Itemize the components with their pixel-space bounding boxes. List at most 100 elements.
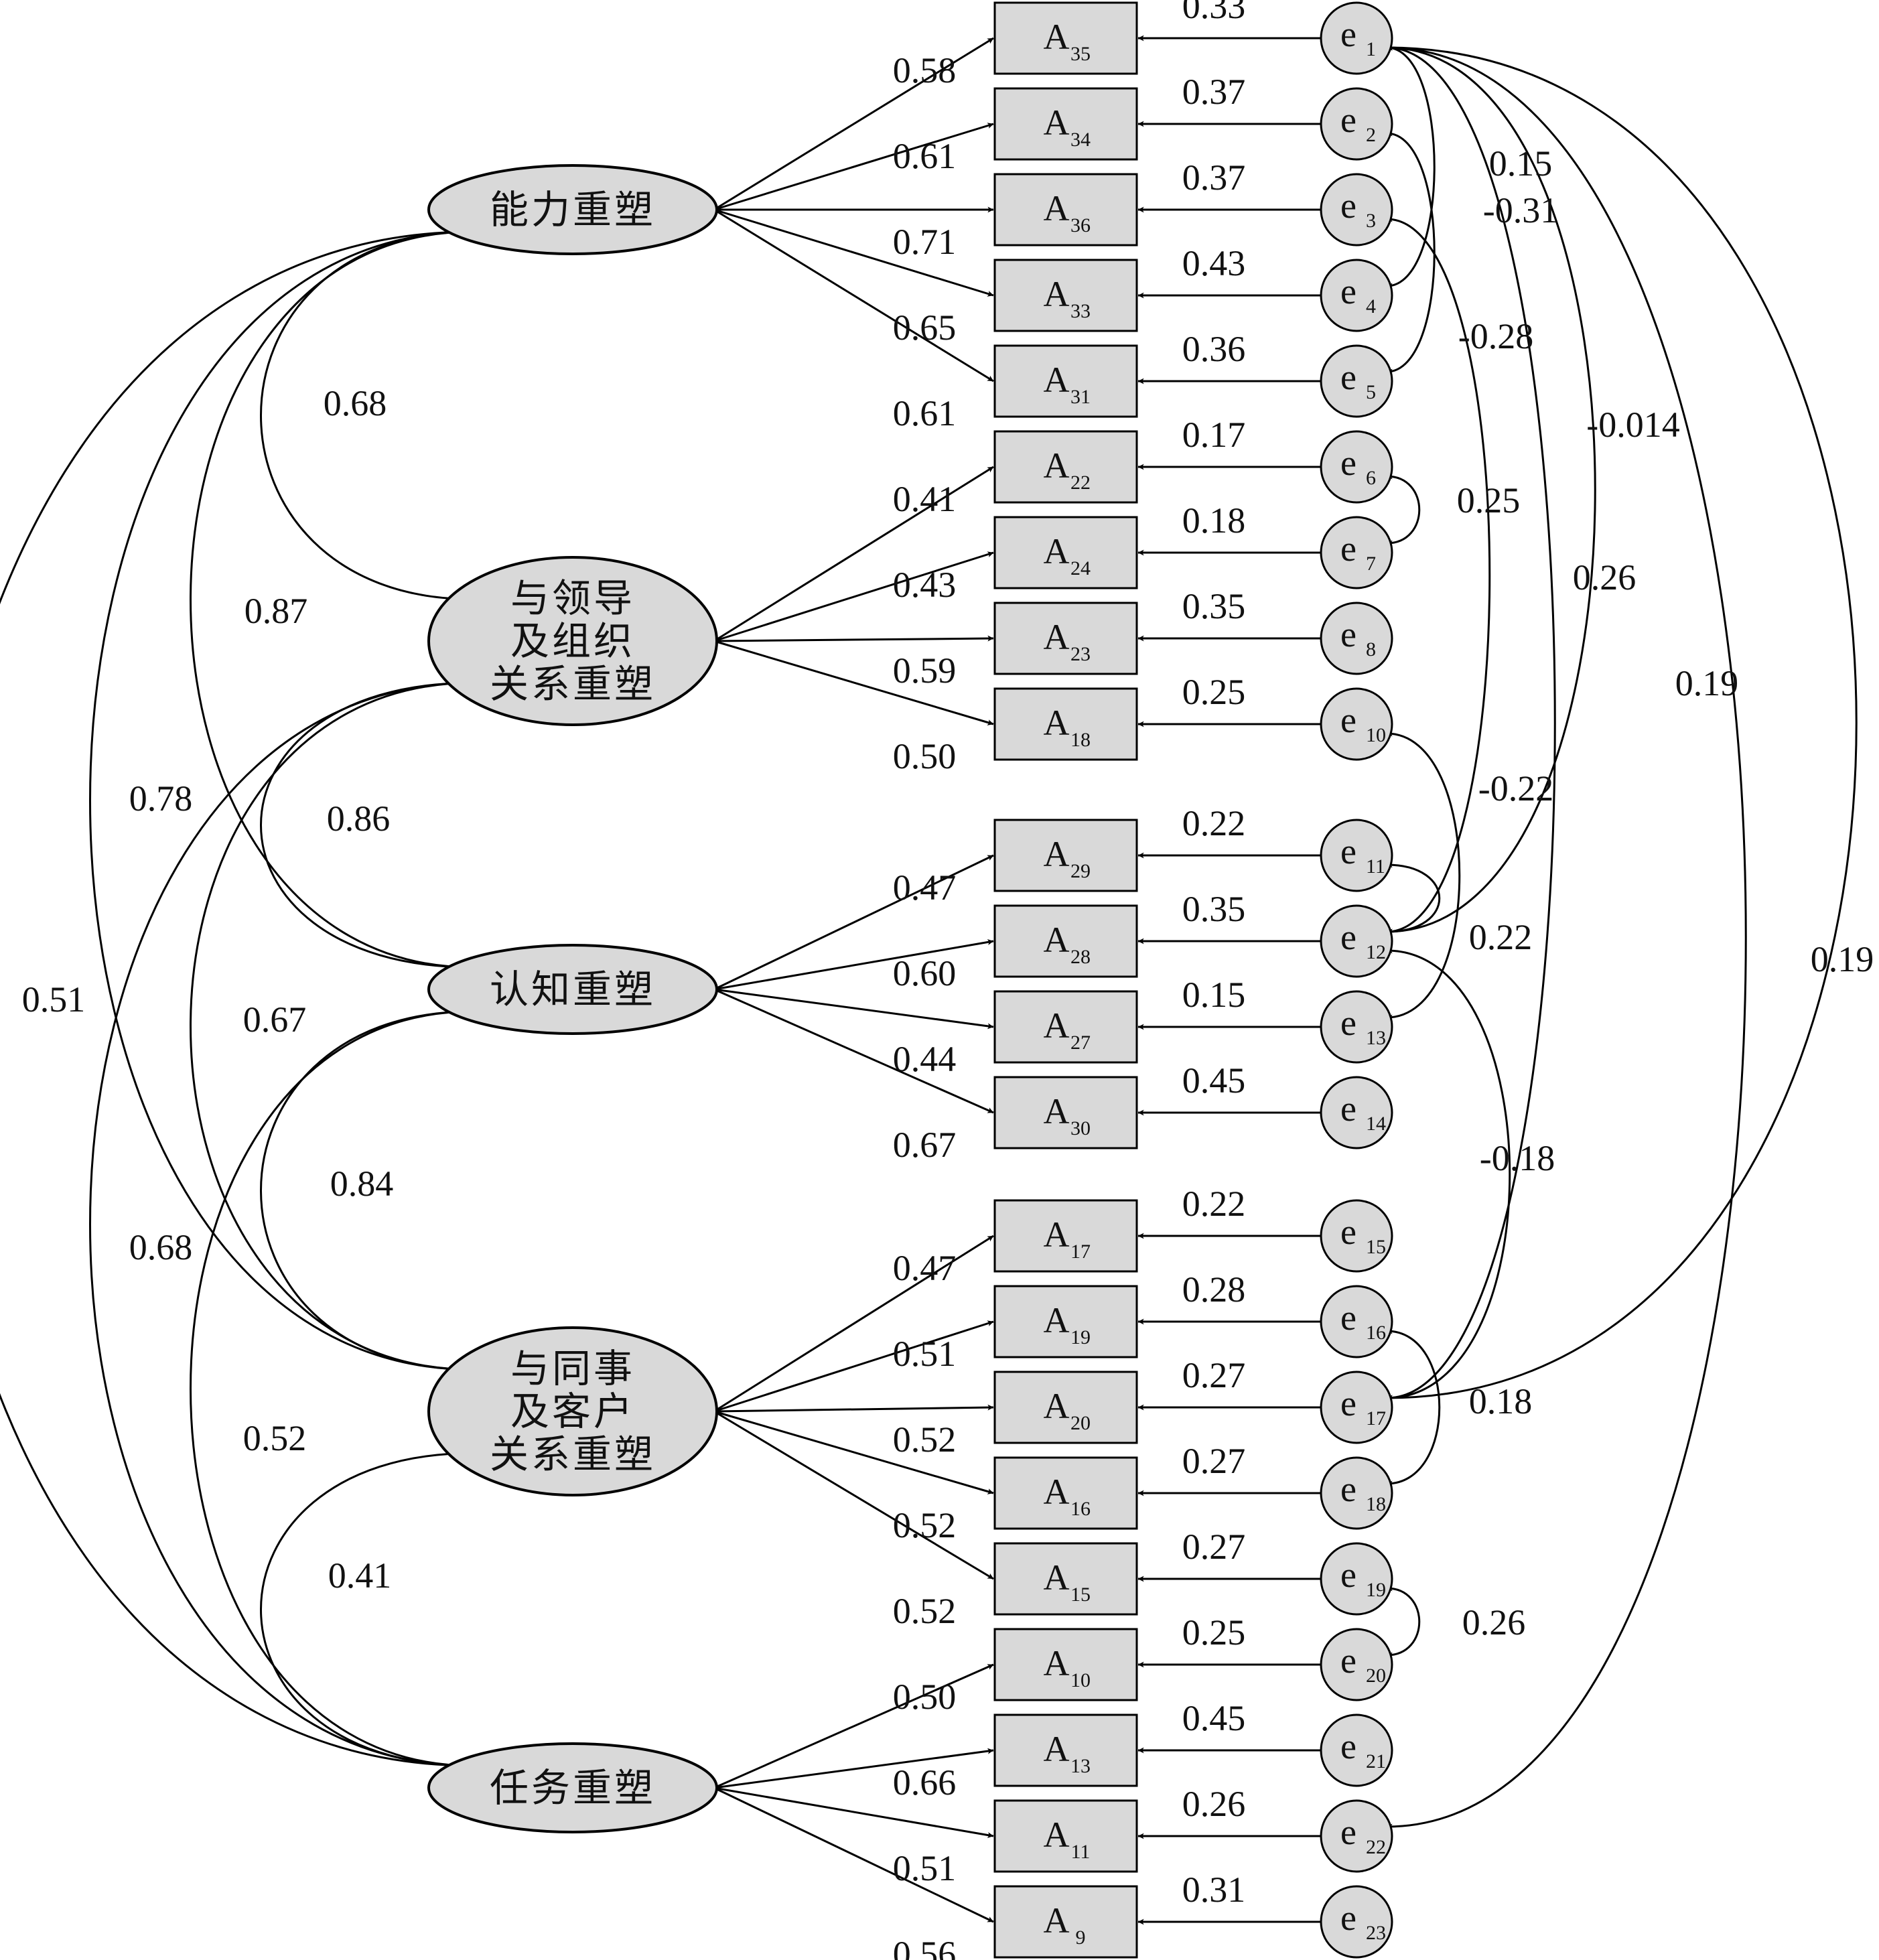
error-subscript: 7 (1366, 553, 1376, 575)
loading-path (713, 988, 994, 1030)
error-term (1320, 1628, 1393, 1701)
indicator-box (993, 1285, 1138, 1358)
indicator-subscript: 20 (1070, 1412, 1091, 1434)
error-variance-label: 0.45 (1182, 1060, 1246, 1101)
loading-path (713, 1787, 994, 1838)
error-covariance-label: 0.22 (1469, 917, 1533, 957)
indicator-subscript: 28 (1070, 946, 1091, 968)
indicator-label: A (1044, 360, 1070, 400)
error-term (1320, 1371, 1393, 1444)
error-label: e (1340, 14, 1356, 54)
loading-path (713, 466, 994, 642)
indicator-box (993, 1, 1138, 75)
indicator-label: A (1044, 274, 1070, 314)
error-term (1320, 344, 1393, 418)
indicator-label: A (1044, 1557, 1070, 1598)
indicator-subscript: 16 (1070, 1498, 1091, 1520)
factor-label: 关系重塑 (490, 1431, 656, 1477)
indicator-box (993, 1542, 1138, 1616)
error-covariance-arc (1386, 44, 1858, 1401)
error-covariance-label: -0.18 (1480, 1138, 1555, 1178)
factor-covariance-label: 0.51 (22, 979, 86, 1020)
indicator-box (993, 1713, 1138, 1787)
indicator-subscript: 34 (1070, 129, 1091, 151)
error-label: e (1340, 443, 1356, 483)
error-label: e (1340, 917, 1356, 957)
error-label: e (1340, 1898, 1356, 1938)
indicator-subscript: 23 (1070, 643, 1091, 665)
latent-factor-f2 (427, 556, 718, 726)
loading-path (713, 208, 994, 297)
error-variance-label: 0.36 (1182, 329, 1246, 369)
error-subscript: 11 (1366, 855, 1385, 878)
loading-label: 0.65 (893, 307, 957, 348)
error-subscript: 14 (1366, 1113, 1386, 1135)
indicator-subscript: 11 (1071, 1841, 1091, 1863)
loading-label: 0.58 (893, 50, 957, 90)
error-term (1320, 1076, 1393, 1149)
error-term (1320, 1456, 1393, 1530)
indicator-subscript: 29 (1070, 860, 1091, 882)
error-covariance-label: 0.26 (1573, 557, 1637, 598)
error-subscript: 15 (1366, 1236, 1386, 1258)
error-variance-label: 0.45 (1182, 1698, 1246, 1738)
loading-path (713, 1320, 994, 1413)
indicator-label: A (1044, 617, 1070, 657)
error-term (1320, 1799, 1393, 1873)
factor-label: 能力重塑 (490, 187, 656, 232)
factor-label: 任务重塑 (490, 1765, 656, 1811)
loading-label: 0.47 (893, 867, 957, 908)
latent-factor-f1 (427, 164, 718, 255)
loading-label: 0.61 (893, 393, 957, 433)
error-label: e (1340, 529, 1356, 569)
error-covariance-label: 0.15 (1489, 143, 1553, 184)
error-subscript: 18 (1366, 1493, 1386, 1515)
loading-label: 0.71 (893, 222, 957, 262)
indicator-subscript: 30 (1070, 1117, 1091, 1139)
loading-label: 0.59 (893, 650, 957, 691)
error-variance-label: 0.28 (1182, 1269, 1246, 1310)
loading-label: 0.60 (893, 953, 957, 993)
indicator-label: A (1044, 1005, 1070, 1046)
indicator-subscript: 9 (1076, 1927, 1086, 1949)
error-covariance-label: 0.19 (1675, 663, 1739, 703)
indicator-subscript: 19 (1070, 1326, 1091, 1348)
error-covariance-arc (1386, 44, 1596, 935)
loading-path (713, 939, 994, 991)
error-covariance-arc (1386, 947, 1511, 1401)
loading-path (713, 1410, 994, 1494)
error-label: e (1340, 1640, 1356, 1681)
error-subscript: 19 (1366, 1579, 1386, 1601)
indicator-label: A (1044, 1386, 1070, 1426)
factor-covariance-label: 0.41 (328, 1555, 392, 1596)
error-subscript: 6 (1366, 467, 1376, 489)
error-label: e (1340, 1726, 1356, 1766)
indicator-subscript: 22 (1070, 472, 1091, 494)
indicator-box (993, 687, 1138, 761)
error-subscript: 16 (1366, 1322, 1386, 1344)
indicator-box (993, 516, 1138, 589)
error-covariance-label: 0.26 (1462, 1602, 1526, 1642)
loading-path (713, 1663, 994, 1789)
error-term (1320, 87, 1393, 161)
error-subscript: 22 (1366, 1836, 1386, 1858)
error-term (1320, 173, 1393, 247)
loading-path (713, 1787, 994, 1923)
loading-path (713, 640, 994, 725)
loading-label: 0.51 (893, 1334, 957, 1374)
error-variance-label: 0.22 (1182, 803, 1246, 843)
error-label: e (1340, 271, 1356, 311)
indicator-box (993, 602, 1138, 675)
error-covariance-arc (1386, 44, 1747, 1830)
error-variance-label: 0.22 (1182, 1184, 1246, 1224)
factor-covariance-arc (89, 680, 472, 1769)
indicator-label: A (1044, 445, 1070, 486)
error-covariance-arc (1386, 44, 1556, 1401)
error-covariance-label: -0.28 (1458, 316, 1533, 356)
error-subscript: 21 (1366, 1750, 1386, 1772)
loading-path (713, 551, 994, 642)
error-subscript: 8 (1366, 638, 1376, 660)
factor-covariance-label: 0.86 (327, 798, 391, 839)
error-subscript: 12 (1366, 941, 1386, 963)
indicator-subscript: 27 (1070, 1032, 1091, 1054)
